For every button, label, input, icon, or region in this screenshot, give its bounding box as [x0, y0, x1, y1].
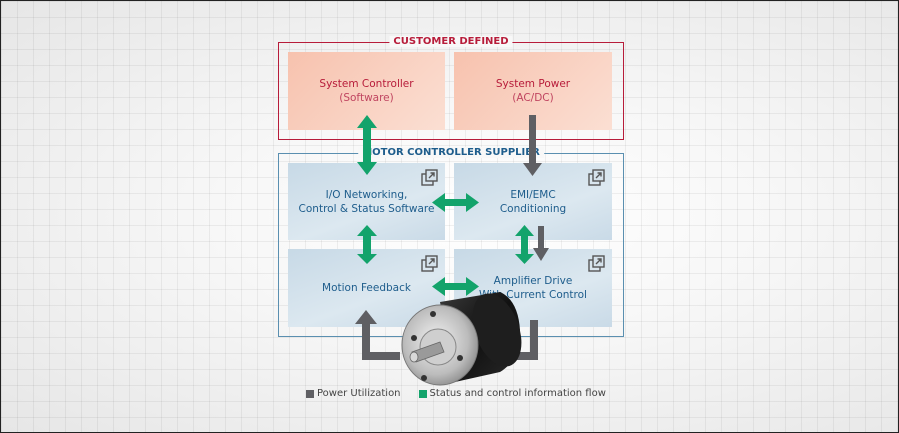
external-link-icon[interactable] [421, 169, 439, 187]
external-link-icon[interactable] [421, 255, 439, 273]
power-arrow-motor-feedback [355, 310, 400, 360]
io-networking-line2: Control & Status Software [298, 202, 435, 215]
status-arrow-feedback-amplifier [432, 277, 479, 296]
power-arrow-emi-amplifier [533, 226, 549, 261]
system-power-title: System Power [495, 78, 571, 90]
system-controller-box: System Controller (Software) [288, 52, 445, 130]
io-networking-line1: I/O Networking, [325, 188, 408, 201]
customer-defined-group: CUSTOMER DEFINED [278, 36, 624, 140]
legend-item-power: Power Utilization [306, 388, 401, 399]
legend: Power Utilization Status and control inf… [306, 388, 606, 399]
status-arrow-io-feedback [357, 225, 377, 264]
emi-emc-box[interactable]: EMI/EMC Conditioning [454, 163, 612, 240]
external-link-icon[interactable] [588, 169, 606, 187]
legend-label-power: Power Utilization [317, 388, 401, 399]
amplifier-drive-line1: Amplifier Drive [493, 275, 573, 287]
status-arrow-io-emi [432, 193, 479, 212]
system-controller-subtitle: (Software) [339, 92, 394, 104]
power-swatch-icon [306, 389, 314, 398]
legend-item-status: Status and control information flow [418, 388, 606, 399]
status-swatch-icon [418, 389, 427, 398]
emi-emc-line2: Conditioning [499, 202, 567, 215]
emi-emc-line1: EMI/EMC [510, 188, 556, 201]
system-controller-title: System Controller [319, 78, 414, 90]
customer-defined-title: CUSTOMER DEFINED [389, 36, 513, 47]
status-arrow-emi-amplifier [515, 225, 534, 264]
power-arrow-supply-emi [523, 115, 542, 176]
motor-image [401, 292, 522, 386]
system-power-subtitle: (AC/DC) [512, 92, 554, 104]
external-link-icon[interactable] [588, 255, 606, 273]
motor-controller-supplier-title: MOTOR CONTROLLER SUPPLIER [358, 147, 544, 158]
status-arrow-controller-io [357, 115, 377, 175]
legend-label-status: Status and control information flow [429, 388, 606, 399]
motion-feedback-label: Motion Feedback [322, 282, 411, 294]
